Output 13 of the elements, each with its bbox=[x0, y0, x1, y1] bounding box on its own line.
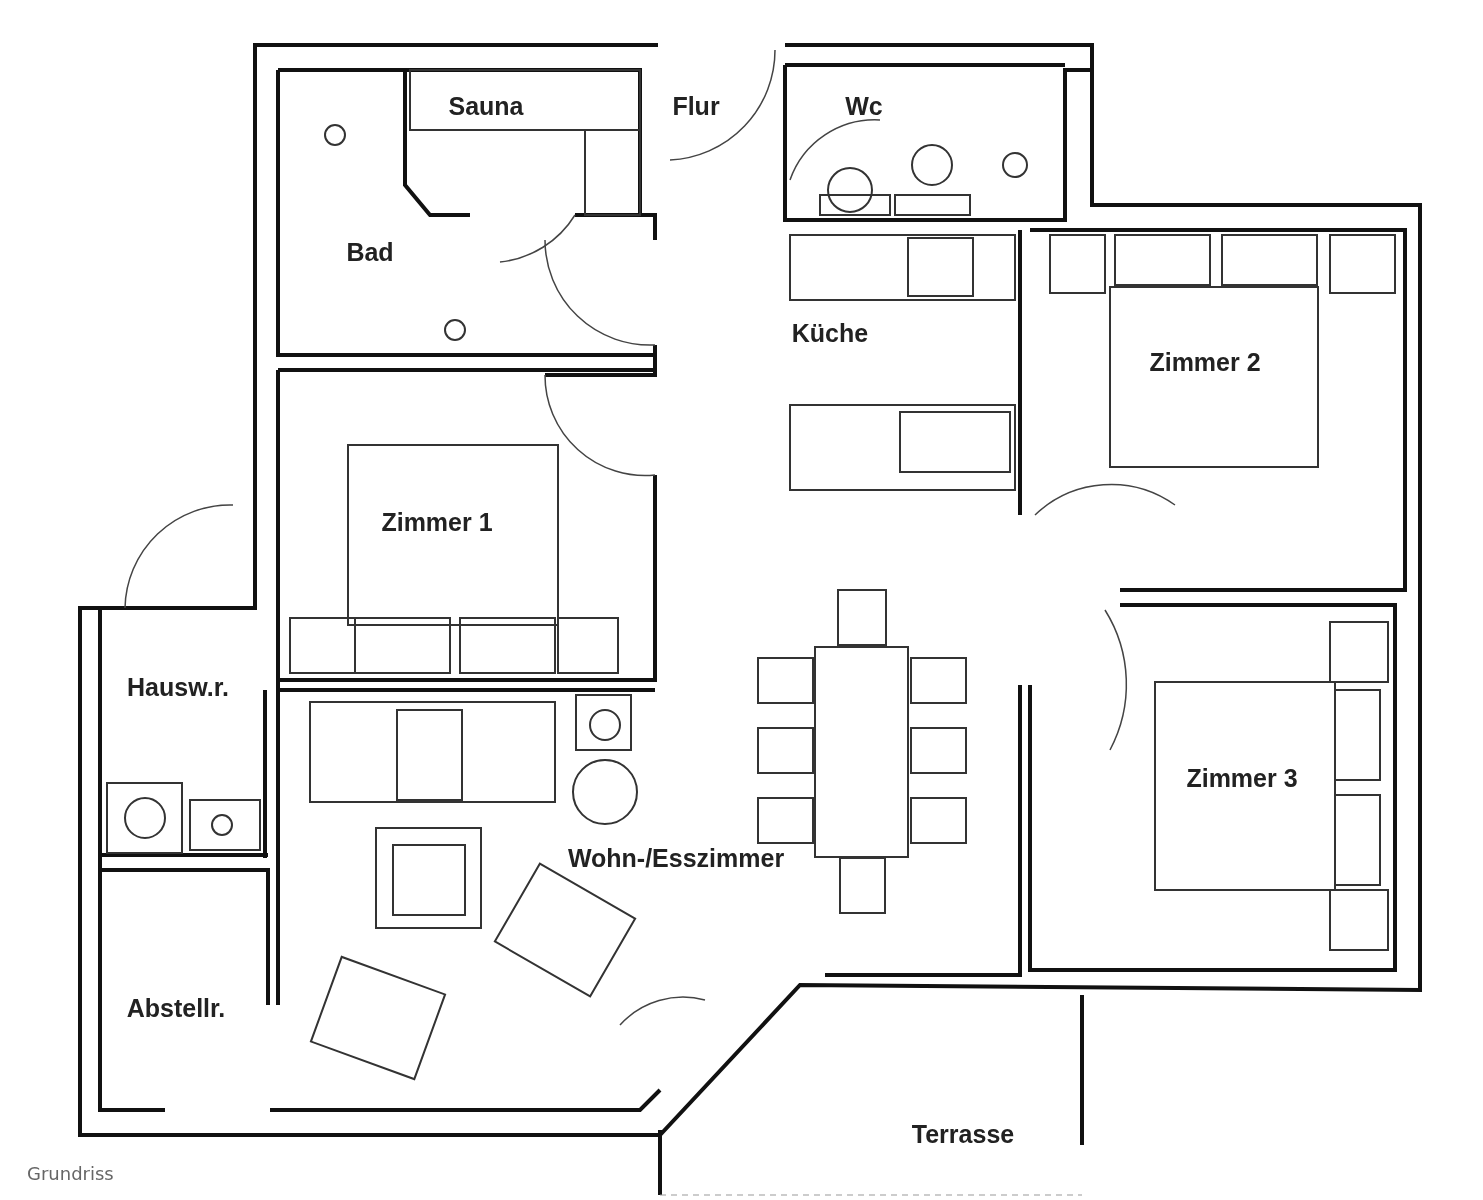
room-label: Flur bbox=[672, 91, 720, 121]
room-label: Sauna bbox=[448, 91, 524, 121]
room-label: Bad bbox=[346, 237, 394, 267]
room-label: Wc bbox=[845, 91, 883, 121]
room-label: Küche bbox=[791, 318, 869, 348]
room-label: Zimmer 1 bbox=[381, 507, 493, 537]
room-label: Abstellr. bbox=[126, 993, 226, 1023]
room-label: Wohn-/Esszimmer bbox=[567, 843, 785, 873]
room-label: Zimmer 3 bbox=[1186, 763, 1298, 793]
room-label: Hausw.r. bbox=[127, 672, 229, 702]
room-label: Zimmer 2 bbox=[1149, 347, 1261, 377]
caption: Grundriss bbox=[27, 1163, 114, 1184]
room-label: Terrasse bbox=[911, 1119, 1015, 1149]
